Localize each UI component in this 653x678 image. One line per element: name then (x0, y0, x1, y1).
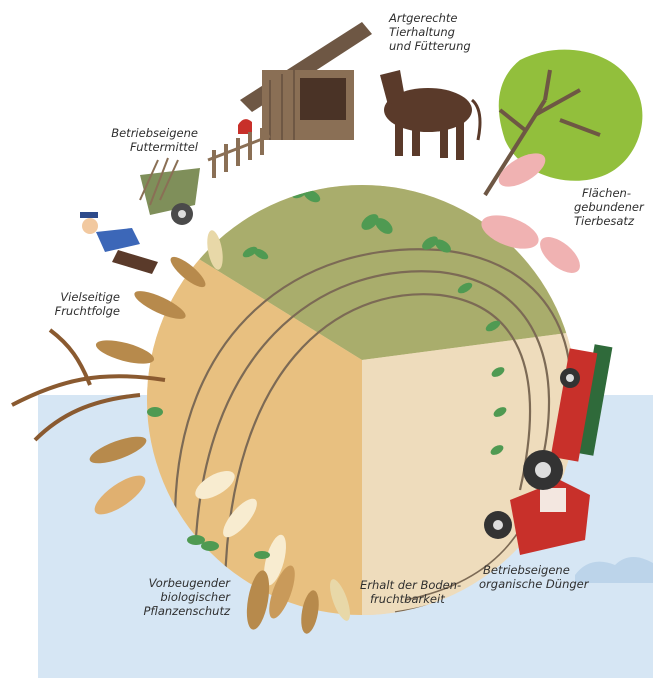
label-futtermittel-line-1: Betriebseigene (88, 126, 198, 140)
label-tierhaltung-line-3: und Fütterung (389, 39, 471, 53)
cow-icon (380, 70, 480, 160)
label-tierbesatz-line-2: gebundener (574, 200, 644, 214)
label-bodenfruchtbarkeit: Erhalt der Boden- fruchtbarkeit (360, 578, 461, 606)
label-fruchtfolge-line-1: Vielseitige (30, 290, 120, 304)
label-fruchtfolge: Vielseitige Fruchtfolge (30, 290, 120, 318)
label-tierbesatz: Flächen- gebundener Tierbesatz (574, 186, 644, 228)
label-pflanzenschutz-line-3: Pflanzenschutz (120, 604, 230, 618)
label-duenger-line-2: organische Dünger (479, 577, 588, 591)
wheelbarrow-icon (140, 158, 200, 225)
barn-icon (238, 22, 372, 140)
label-tierbesatz-line-3: Tierbesatz (574, 214, 644, 228)
label-pflanzenschutz-line-1: Vorbeugender (120, 576, 230, 590)
label-tierbesatz-line-1: Flächen- (574, 186, 644, 200)
fence-icon (208, 128, 270, 178)
label-duenger: Betriebseigene organische Dünger (479, 563, 588, 591)
label-tierhaltung: Artgerechte Tierhaltung und Fütterung (389, 11, 471, 53)
label-pflanzenschutz-line-2: biologischer (120, 590, 230, 604)
label-bodenfruchtbarkeit-line-2: fruchtbarkeit (360, 592, 461, 606)
label-futtermittel-line-2: Futtermittel (88, 140, 198, 154)
label-pflanzenschutz: Vorbeugender biologischer Pflanzenschutz (120, 576, 230, 618)
farmer-icon (80, 212, 158, 274)
label-duenger-line-1: Betriebseigene (479, 563, 588, 577)
label-tierhaltung-line-2: Tierhaltung (389, 25, 471, 39)
label-futtermittel: Betriebseigene Futtermittel (88, 126, 198, 154)
label-fruchtfolge-line-2: Fruchtfolge (30, 304, 120, 318)
label-bodenfruchtbarkeit-line-1: Erhalt der Boden- (360, 578, 461, 592)
label-tierhaltung-line-1: Artgerechte (389, 11, 471, 25)
